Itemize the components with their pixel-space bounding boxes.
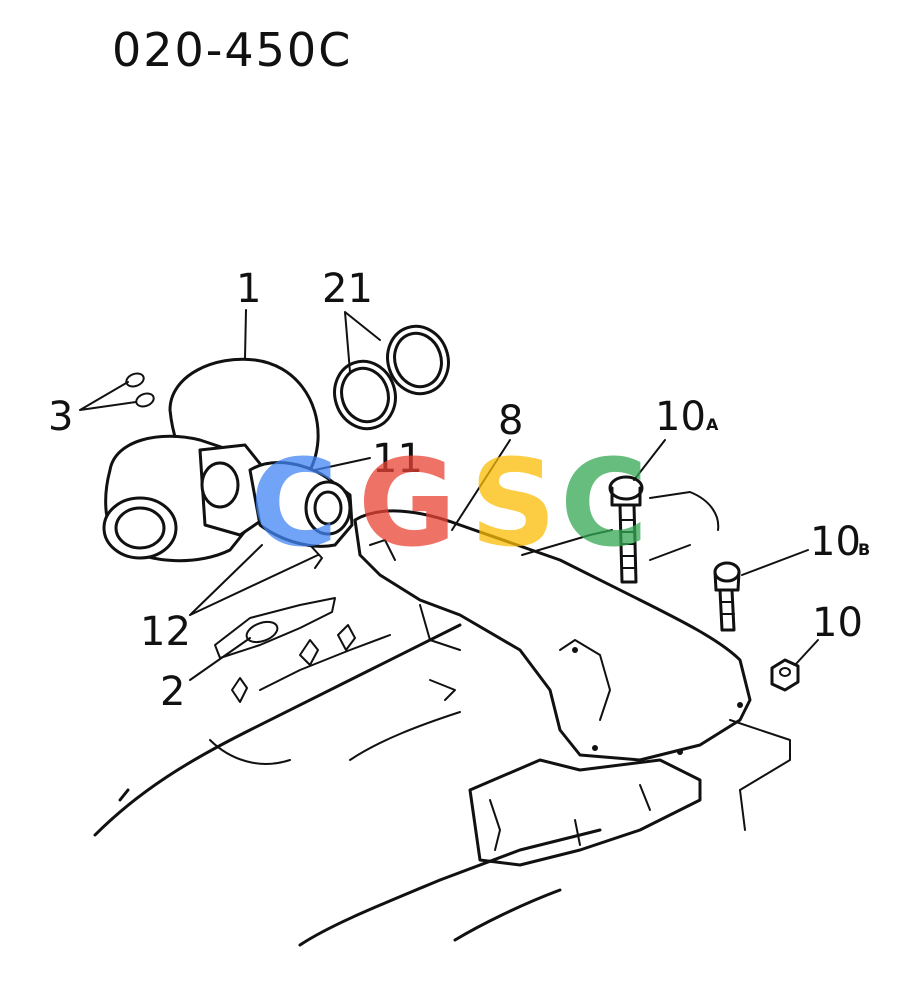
diagram-title: 020-450C [112, 23, 352, 77]
gasket-rings [333, 324, 450, 431]
nut-10 [770, 658, 800, 692]
exhaust-manifold [353, 509, 752, 762]
callout-8: 8 [498, 398, 523, 444]
callout-10a-number: 10 [655, 394, 706, 440]
callout-10: 10 [812, 600, 863, 646]
callout-10a-suffix: A [706, 415, 719, 434]
callout-11: 11 [372, 436, 423, 482]
watermark-letter-4: C [560, 435, 648, 574]
bracket-line-lower [649, 544, 691, 561]
callout-3: 3 [48, 394, 73, 440]
callout-2: 2 [160, 669, 185, 715]
callout-10b-number: 10 [810, 519, 861, 565]
turbocharger [102, 357, 354, 569]
callout-1: 1 [236, 266, 261, 312]
watermark-logo: C G S C [250, 435, 648, 574]
watermark-letter-2: G [358, 435, 457, 574]
flange-gasket [214, 597, 336, 659]
callout-10b-suffix: B [858, 540, 870, 559]
callout-21: 21 [322, 266, 373, 312]
bolt-10b [713, 561, 741, 632]
leader-lines [79, 309, 819, 681]
watermark-letter-1: C [250, 435, 338, 574]
bracket-line [649, 491, 720, 531]
watermark-letter-3: S [470, 435, 556, 574]
engine-block [93, 623, 791, 947]
bolt-10a [608, 475, 644, 584]
callout-12: 12 [140, 609, 191, 655]
